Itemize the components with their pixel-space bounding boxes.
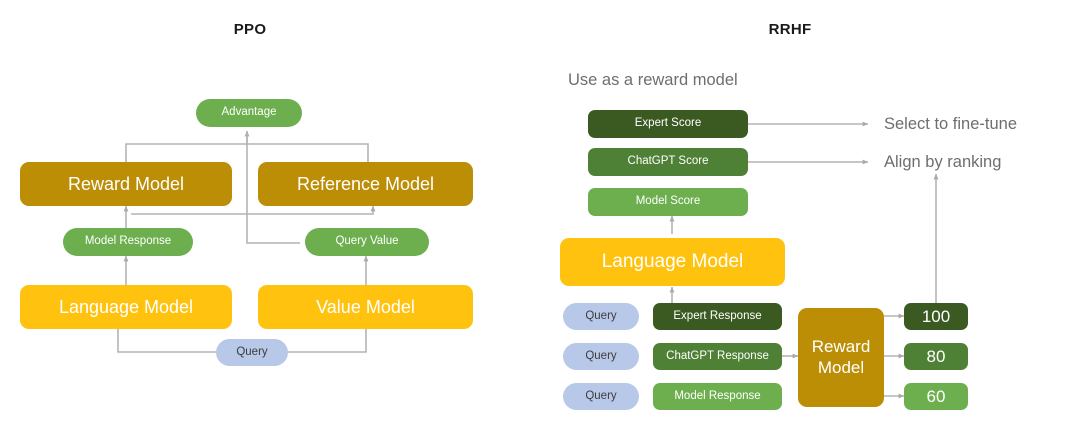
rrhf-title: RRHF bbox=[768, 20, 812, 38]
rrhf-score-value-80: 80 bbox=[904, 343, 968, 370]
ppo-node-model-response: Model Response bbox=[63, 228, 193, 256]
rrhf-response-model: Model Response bbox=[653, 383, 782, 410]
ppo-node-advantage: Advantage bbox=[196, 99, 302, 127]
rrhf-node-reward-model: Reward Model bbox=[798, 308, 884, 407]
rrhf-score-value-60: 60 bbox=[904, 383, 968, 410]
ppo-node-value-model: Value Model bbox=[258, 285, 473, 329]
rrhf-query-3: Query bbox=[563, 383, 639, 410]
rrhf-query-1: Query bbox=[563, 303, 639, 330]
rrhf-score-value-100: 100 bbox=[904, 303, 968, 330]
rrhf-node-language-model: Language Model bbox=[560, 238, 785, 286]
rrhf-response-expert: Expert Response bbox=[653, 303, 782, 330]
rrhf-annotation-select-to-fine-tune: Select to fine-tune bbox=[884, 114, 1017, 133]
rrhf-reward-model-line-1: Reward bbox=[811, 337, 871, 357]
ppo-node-query: Query bbox=[216, 339, 288, 366]
ppo-node-language-model: Language Model bbox=[20, 285, 232, 329]
ppo-node-query-value: Query Value bbox=[305, 228, 429, 256]
rrhf-caption: Use as a reward model bbox=[568, 70, 738, 89]
rrhf-score-expert: Expert Score bbox=[588, 110, 748, 138]
rrhf-response-chatgpt: ChatGPT Response bbox=[653, 343, 782, 370]
rrhf-annotation-align-by-ranking: Align by ranking bbox=[884, 152, 1002, 171]
rrhf-reward-model-line-2: Model bbox=[817, 358, 865, 377]
ppo-title: PPO bbox=[233, 20, 267, 38]
ppo-node-reward-model: Reward Model bbox=[20, 162, 232, 206]
rrhf-score-model: Model Score bbox=[588, 188, 748, 216]
ppo-node-reference-model: Reference Model bbox=[258, 162, 473, 206]
rrhf-score-chatgpt: ChatGPT Score bbox=[588, 148, 748, 176]
rrhf-query-2: Query bbox=[563, 343, 639, 370]
